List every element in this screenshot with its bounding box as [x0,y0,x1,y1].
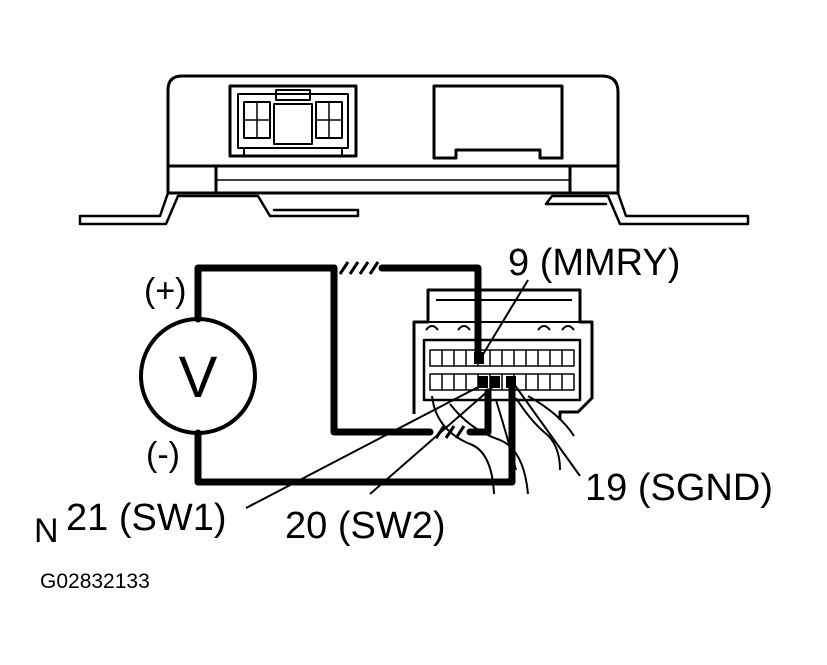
connector-face [422,338,582,402]
connector-lower-pin-row [429,373,575,391]
negative-probe-wire [194,380,516,486]
terminal-20 [490,376,500,388]
figure-code: G02832133 [40,570,150,593]
leader-19-sgnd [513,383,581,477]
terminal-9 [474,352,484,364]
negative-probe-label: (-) [146,436,180,474]
terminal-19 [506,376,516,388]
wire-break-marks [338,261,466,439]
label-terminal-19-sgnd: 19 (SGND) [585,467,773,509]
inner-loop-wire [330,264,492,436]
positive-probe-label: (+) [144,272,187,310]
view-marker: N [34,512,59,550]
ecu-module [78,74,750,226]
ecu-left-socket [228,84,358,158]
leader-lines [245,279,581,509]
label-terminal-20-sw2: 20 (SW2) [285,505,445,547]
ecu-right-socket [432,84,564,160]
positive-probe-wire [194,264,482,364]
wiring-connector [412,288,594,495]
label-terminal-9-mmry: 9 (MMRY) [508,242,680,284]
leader-21-sw1 [245,383,485,509]
ecu-base-step [166,164,620,195]
connector-upper-pin-row [429,349,575,367]
ecu-mounting-brackets [78,191,750,226]
leader-9-mmry [481,279,529,357]
label-terminal-21-sw1: 21 (SW1) [66,497,226,539]
ecu-body-outline [166,74,620,195]
wire-harness [431,395,575,495]
leader-20-sw2 [369,383,497,495]
voltmeter: V [139,317,257,435]
terminal-21 [478,376,488,388]
probe-wires [194,264,516,486]
voltmeter-symbol: V [179,345,218,410]
